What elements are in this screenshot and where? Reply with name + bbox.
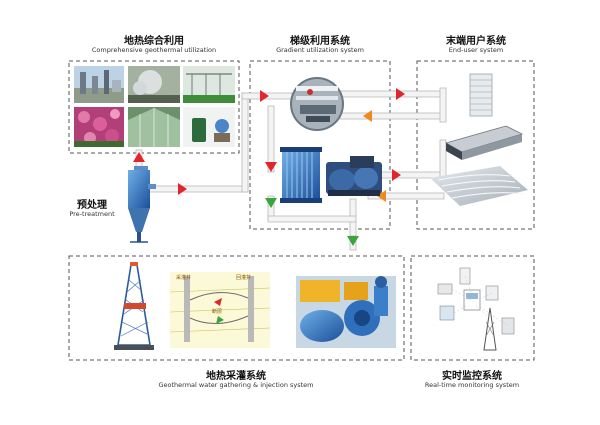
- illus-heat-pump-room: [290, 77, 344, 131]
- arrow-red-gradient-in: [260, 90, 269, 102]
- title-pretreat-en: Pre-treatment: [69, 210, 115, 218]
- box-gradient: [249, 60, 391, 230]
- box-gathering: [68, 255, 405, 361]
- title-gradient-zh: 梯级利用系统: [290, 36, 350, 47]
- illus-radiator: [469, 73, 493, 117]
- arrow-orange-floor-return: [377, 190, 386, 202]
- flow-arrows: [133, 88, 405, 246]
- label-well-right: 回灌井: [236, 275, 252, 281]
- arrow-red-to-floor: [392, 169, 401, 181]
- illus-floor-heating: [430, 166, 528, 206]
- label-well-mid: 断层: [212, 309, 223, 315]
- arrow-red-to-enduser: [396, 88, 405, 100]
- illus-drilling-rig: [114, 262, 154, 350]
- box-enduser: [416, 60, 535, 230]
- title-monitoring-zh: 实时监控系统: [442, 371, 502, 382]
- illus-well-diagram: [169, 272, 271, 348]
- label-well-left: 采灌井: [176, 275, 192, 281]
- box-comprehensive: [68, 60, 240, 154]
- arrow-red-down: [265, 162, 277, 172]
- title-pretreat-zh: 预处理: [77, 200, 107, 211]
- title-enduser-zh: 末端用户系统: [446, 36, 506, 47]
- arrow-green-to-injection: [347, 236, 359, 246]
- illus-plate-heat-exchanger: [280, 147, 322, 203]
- arrow-orange-return: [363, 110, 372, 122]
- illus-monitoring-devices: [437, 267, 515, 351]
- photo-grid-comprehensive: [74, 66, 235, 147]
- arrow-green-down: [265, 198, 277, 208]
- title-comprehensive-zh: 地热综合利用: [124, 36, 184, 47]
- title-gathering-zh: 地热采灌系统: [206, 371, 266, 382]
- title-gathering-en: Geothermal water gathering & injection s…: [158, 381, 314, 389]
- title-gradient-en: Gradient utilization system: [276, 46, 364, 54]
- illus-fan-coil-unit: [444, 125, 524, 160]
- illus-pump-station: [296, 276, 396, 348]
- arrow-red-pretreat: [178, 183, 187, 195]
- illus-heat-pump-unit: [326, 156, 382, 196]
- illus-cyclone-separator: [128, 166, 156, 243]
- title-monitoring-en: Real-time monitoring system: [424, 381, 520, 389]
- title-enduser-en: End-user system: [448, 46, 504, 54]
- box-monitoring: [410, 255, 535, 361]
- arrow-red-up: [133, 152, 145, 162]
- title-comprehensive-en: Comprehensive geothermal utilization: [91, 46, 217, 54]
